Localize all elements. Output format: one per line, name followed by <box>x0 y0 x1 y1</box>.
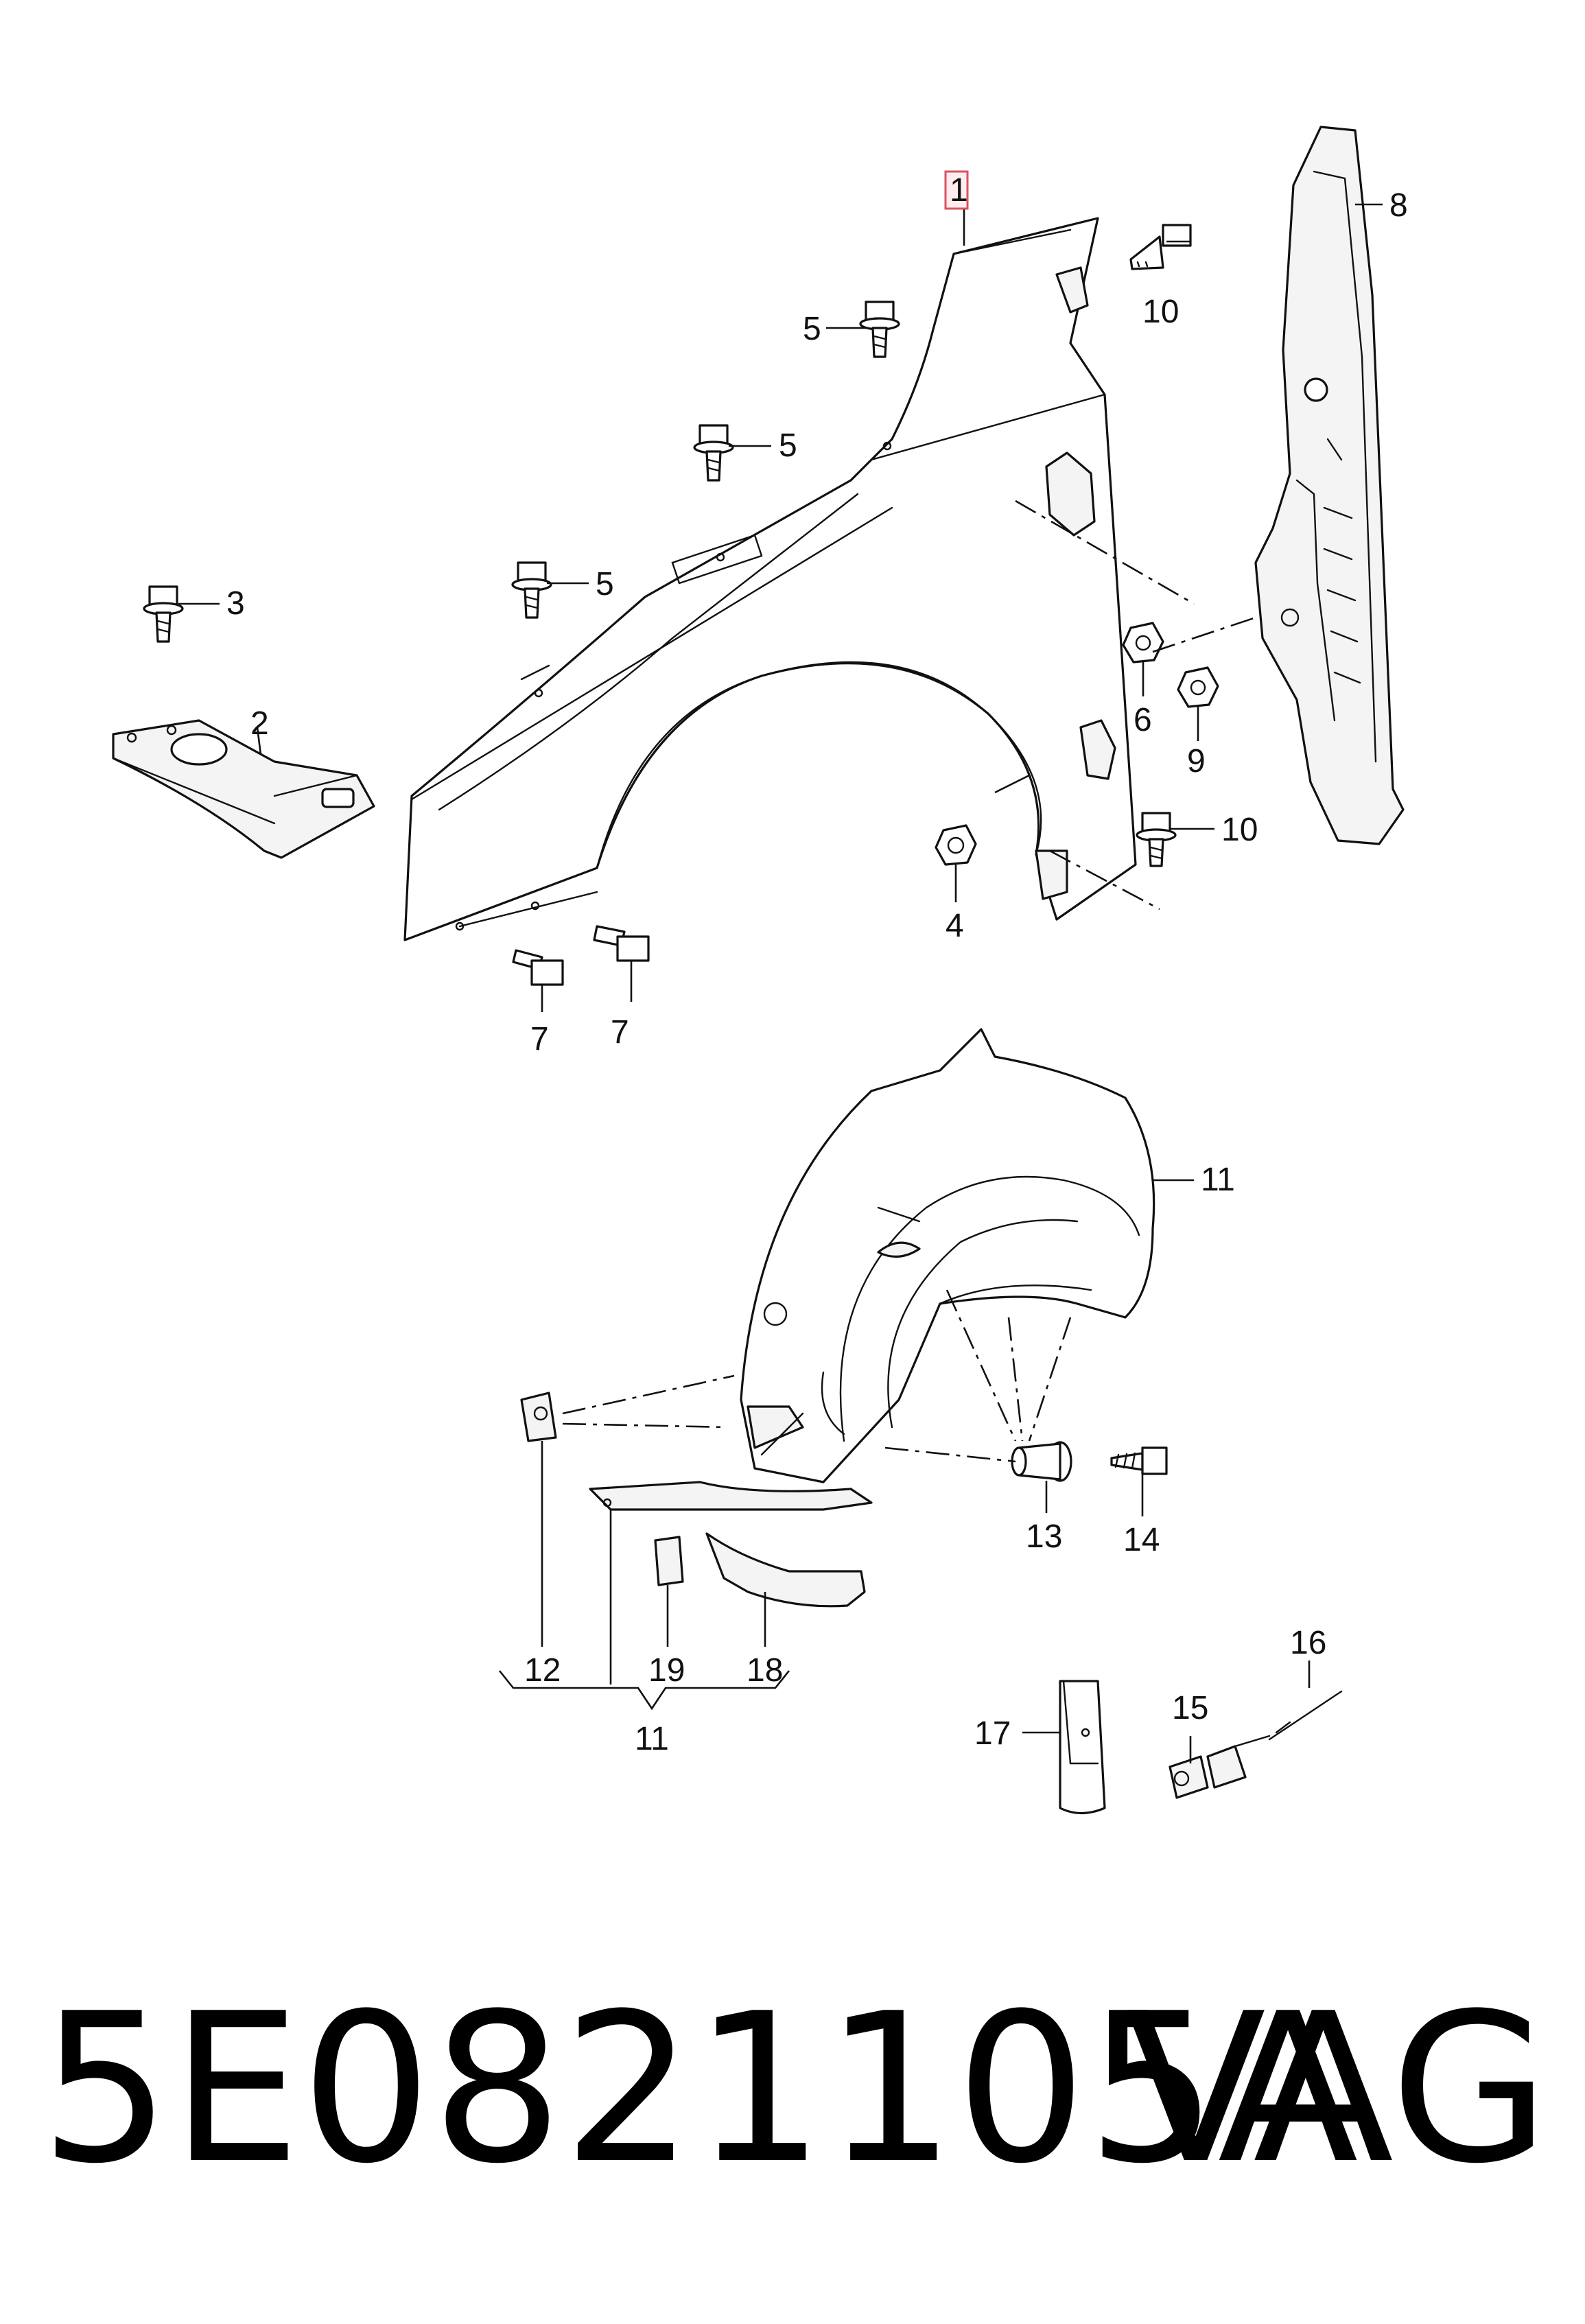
callout-5-upper: 5 <box>803 311 821 347</box>
callout-1: 1 <box>950 172 968 209</box>
callout-13: 13 <box>1026 1518 1062 1555</box>
leader-lines <box>178 203 1383 1763</box>
bolt-part-7-left <box>512 949 564 986</box>
clip-part-12 <box>520 1392 557 1442</box>
nut-part-6 <box>1122 622 1164 664</box>
bolt-part-10-lower <box>1136 812 1177 867</box>
callout-10-upper: 10 <box>1142 294 1179 330</box>
sealant-tube-part-17 <box>1059 1680 1106 1815</box>
assembly-dash-lines <box>562 500 1256 1463</box>
callout-11-lower: 11 <box>635 1721 669 1757</box>
callout-14: 14 <box>1123 1522 1160 1558</box>
wire-part-16 <box>1268 1690 1343 1741</box>
nut-part-9 <box>1177 666 1219 708</box>
callout-5-middle: 5 <box>779 427 797 464</box>
fender-part <box>403 217 1137 941</box>
callout-9: 9 <box>1187 743 1206 779</box>
callout-7-left: 7 <box>530 1021 549 1057</box>
pad-part-19 <box>654 1536 684 1586</box>
callout-8: 8 <box>1389 187 1408 224</box>
callout-18: 18 <box>747 1652 783 1689</box>
callout-11-upper: 11 <box>1201 1162 1235 1198</box>
callout-19: 19 <box>648 1652 685 1689</box>
part-number-label: 5E0821105A <box>40 1969 1359 2209</box>
callout-4: 4 <box>946 908 964 944</box>
screw-part-14 <box>1110 1446 1168 1475</box>
callout-5-lower: 5 <box>596 566 614 602</box>
spreader-nut-part-13 <box>1011 1441 1072 1482</box>
bolt-part-5-upper <box>859 301 900 358</box>
bolt-part-3 <box>143 585 184 643</box>
callout-labels: 1 2 3 4 5 5 5 6 7 7 8 9 10 10 11 11 12 1… <box>226 170 1408 1757</box>
strip-part-18 <box>705 1532 866 1608</box>
callout-10-lower: 10 <box>1221 812 1258 848</box>
bolt-part-7-right <box>593 925 650 962</box>
nut-part-4 <box>935 824 977 866</box>
mounting-bracket-part <box>112 719 375 859</box>
bolt-part-10-upper <box>1129 224 1192 270</box>
wheel-liner-part <box>589 1028 1155 1511</box>
fender-seal-part <box>1254 126 1405 845</box>
brand-label: VAG <box>1125 1969 1550 2209</box>
bolt-part-5-lower <box>511 561 552 619</box>
callout-1-highlight <box>944 170 969 210</box>
callout-12: 12 <box>524 1652 561 1689</box>
bolt-part-5-middle <box>693 424 734 482</box>
callout-16: 16 <box>1290 1625 1326 1661</box>
callout-17: 17 <box>974 1715 1011 1752</box>
callout-7-right: 7 <box>611 1014 629 1051</box>
callout-2: 2 <box>250 705 269 742</box>
connector-part-15 <box>1169 1735 1271 1799</box>
callout-6: 6 <box>1134 702 1152 738</box>
callout-15: 15 <box>1172 1690 1208 1726</box>
callout-3: 3 <box>226 585 245 622</box>
